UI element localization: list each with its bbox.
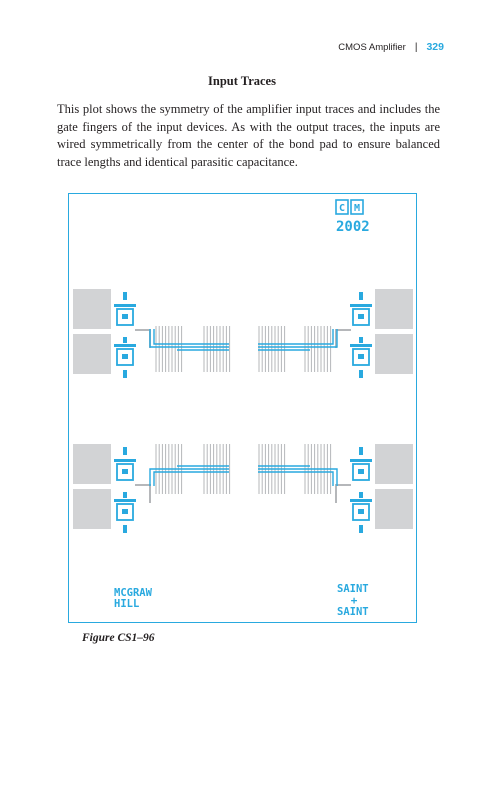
- bond-pads: [73, 289, 413, 529]
- transistor-cell: [116, 348, 134, 366]
- cell-contact: [358, 354, 364, 359]
- label-saint-top: SAINT: [337, 583, 369, 595]
- input-trace: [153, 329, 229, 345]
- gate-contact: [123, 492, 127, 498]
- input-trace: [258, 329, 334, 345]
- gate-contact: [123, 337, 127, 343]
- cell-contact: [122, 354, 128, 359]
- input-trace: [149, 468, 229, 486]
- metal-strap: [114, 459, 136, 462]
- input-trace: [258, 471, 334, 486]
- body-paragraph: This plot shows the symmetry of the ampl…: [57, 102, 440, 169]
- logo-year: 2002: [336, 219, 370, 235]
- metal-strap: [114, 499, 136, 502]
- gate-contact: [123, 370, 127, 378]
- section-title: Input Traces: [208, 74, 276, 88]
- logo-box-c: [335, 199, 349, 215]
- gate-connector: [135, 484, 151, 503]
- transistor-cell: [352, 463, 370, 481]
- chapter-title: CMOS Amplifier: [338, 41, 406, 53]
- transistor-cell: [116, 503, 134, 521]
- page-number: 329: [426, 41, 444, 53]
- transistor-cell: [352, 308, 370, 326]
- cell-contact: [358, 509, 364, 514]
- transistor-cell: [352, 348, 370, 366]
- gate-connector: [335, 329, 351, 348]
- bond-pad-right-2: [375, 334, 413, 374]
- metal-strap: [114, 344, 136, 347]
- gate-contact: [123, 292, 127, 300]
- bond-pad-right-1: [375, 289, 413, 329]
- metal-strap: [350, 459, 372, 462]
- label-saint-bottom: SAINT: [337, 606, 369, 618]
- label-plus: +: [351, 594, 358, 607]
- gate-contact: [359, 370, 363, 378]
- layout-figure: C M 2002 MCGRAW HILL SAINT + SAINT: [68, 193, 417, 623]
- cell-contact: [122, 469, 128, 474]
- bond-pad-left-3: [73, 444, 111, 484]
- input-trace: [258, 329, 338, 348]
- cell-contact: [358, 314, 364, 319]
- cell-contact: [122, 509, 128, 514]
- input-trace: [153, 471, 229, 486]
- metal-strap: [350, 304, 372, 307]
- gate-contact: [359, 337, 363, 343]
- header-separator: |: [414, 41, 418, 53]
- bond-pad-left-2: [73, 334, 111, 374]
- logo-box-m: [350, 199, 364, 215]
- metal-strap: [350, 499, 372, 502]
- layout-plot: C M 2002 MCGRAW HILL SAINT + SAINT: [73, 199, 413, 618]
- transistor-cell: [352, 503, 370, 521]
- cell-contact: [122, 314, 128, 319]
- input-trace: [258, 468, 338, 486]
- logo-letter-m: M: [354, 203, 360, 214]
- gate-contact: [359, 492, 363, 498]
- running-head: CMOS Amplifier | 329: [338, 41, 444, 53]
- metal-strap: [350, 344, 372, 347]
- bond-pad-right-3: [375, 444, 413, 484]
- input-trace-layer: [114, 292, 372, 533]
- input-trace: [149, 329, 229, 348]
- gate-contact: [123, 525, 127, 533]
- metal-strap: [114, 304, 136, 307]
- gate-contact: [123, 447, 127, 455]
- gate-contact: [359, 447, 363, 455]
- cm-logo: C M 2002: [335, 199, 370, 235]
- gate-connector: [335, 484, 351, 503]
- bond-pad-left-1: [73, 289, 111, 329]
- bond-pad-right-4: [375, 489, 413, 529]
- bond-pad-left-4: [73, 489, 111, 529]
- label-hill: HILL: [114, 598, 139, 610]
- label-mcgraw: MCGRAW: [114, 587, 153, 599]
- transistor-cell: [116, 308, 134, 326]
- transistor-cell: [116, 463, 134, 481]
- logo-letter-c: C: [339, 203, 345, 214]
- cell-contact: [358, 469, 364, 474]
- gate-connector: [135, 329, 151, 348]
- figure-caption: Figure CS1–96: [82, 632, 155, 644]
- gate-contact: [359, 292, 363, 300]
- gate-contact: [359, 525, 363, 533]
